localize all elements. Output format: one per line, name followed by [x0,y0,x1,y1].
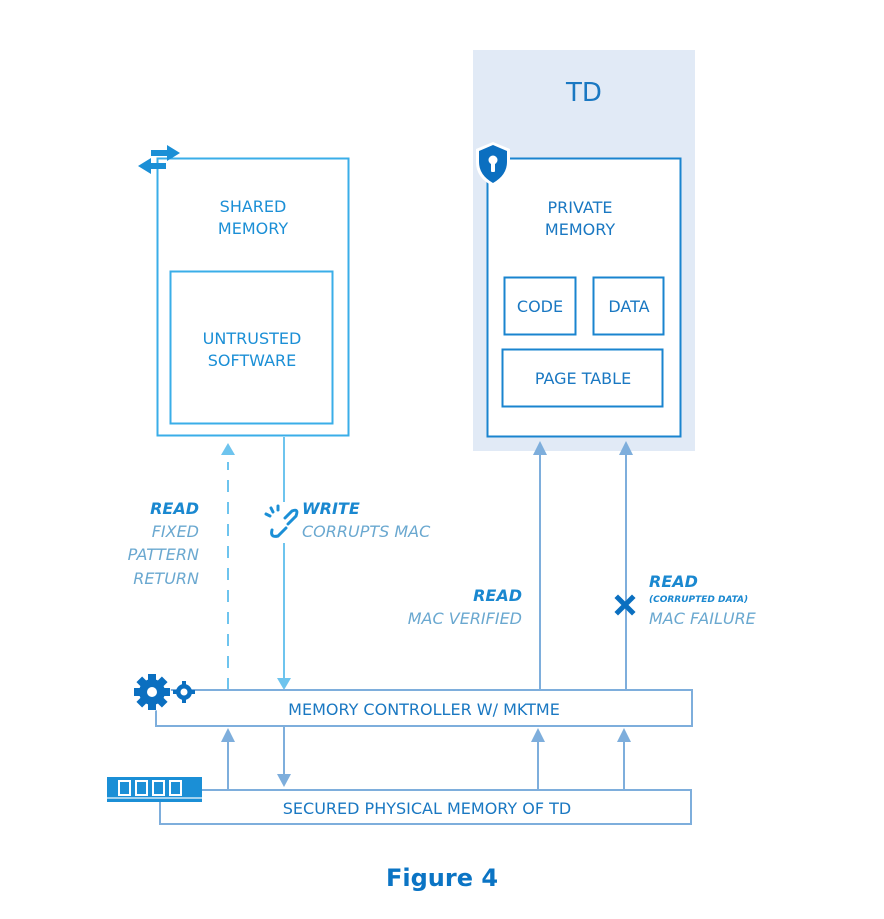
memory-controller-bar: MEMORY CONTROLLER W/ MKTME [133,673,693,727]
write-title: WRITE [302,499,360,518]
connectors [221,437,633,790]
read-failure-arrowhead [619,441,633,455]
memory-controller-border [155,689,693,727]
broken-link-icon [264,504,299,538]
data-box [592,276,665,336]
physical-memory-label: SECURED PHYSICAL MEMORY OF TD [283,799,571,818]
figure-caption: Figure 4 [385,864,499,892]
read-verified-line1: MAC VERIFIED [408,609,522,628]
read-failure-subtitle: (CORRUPTED DATA) [649,595,748,605]
read-verified-label: READ MAC VERIFIED [408,586,522,628]
data-label: DATA [608,297,649,316]
code-box [503,276,577,336]
write-line1: CORRUPTS MAC [302,522,431,541]
phys-down-arrowhead [277,774,291,787]
physical-memory-bar: SECURED PHYSICAL MEMORY OF TD [107,777,692,825]
transfer-arrows-icon [138,145,180,174]
page-table-box [501,348,664,408]
read-fixed-label: READ FIXED PATTERN RETURN [128,499,199,588]
read-failure-line1: MAC FAILURE [649,609,757,628]
physical-memory-border [159,789,692,825]
read-verified-title: READ [473,586,522,605]
read-verified-arrowhead [533,441,547,455]
private-memory-label-1: PRIVATE [548,198,613,217]
gears-icon [133,673,195,711]
untrusted-software-box [169,270,334,425]
untrusted-software-label-2: SOFTWARE [208,351,297,370]
page-table-label: PAGE TABLE [535,369,631,388]
read-fixed-line1: FIXED [152,522,199,541]
write-arrowhead [277,678,291,690]
phys-up-arrowhead-2 [531,728,545,742]
write-label: WRITE CORRUPTS MAC [264,499,431,541]
shared-memory-label-1: SHARED [220,197,287,216]
read-fixed-title: READ [150,499,199,518]
memory-controller-label: MEMORY CONTROLLER W/ MKTME [288,700,560,719]
code-label: CODE [517,297,563,316]
private-memory-box: PRIVATE MEMORY CODE DATA PAGE TABLE [476,142,682,438]
read-failure-label: READ (CORRUPTED DATA) MAC FAILURE [614,572,757,628]
untrusted-software-label-1: UNTRUSTED [203,329,302,348]
shared-memory-label-2: MEMORY [218,219,288,238]
read-failure-title: READ [649,572,698,591]
shared-memory-box: SHARED MEMORY UNTRUSTED SOFTWARE [138,145,350,437]
read-fixed-arrowhead [221,443,235,455]
read-fixed-line2: PATTERN [128,545,199,564]
phys-up-arrowhead-3 [617,728,631,742]
ram-module-icon [107,777,202,802]
read-fixed-line3: RETURN [133,569,199,588]
private-memory-label-2: MEMORY [545,220,615,239]
td-title: TD [565,78,602,108]
phys-up-arrowhead-1 [221,728,235,742]
x-mark-icon [614,594,636,616]
shield-lock-icon [476,142,510,186]
